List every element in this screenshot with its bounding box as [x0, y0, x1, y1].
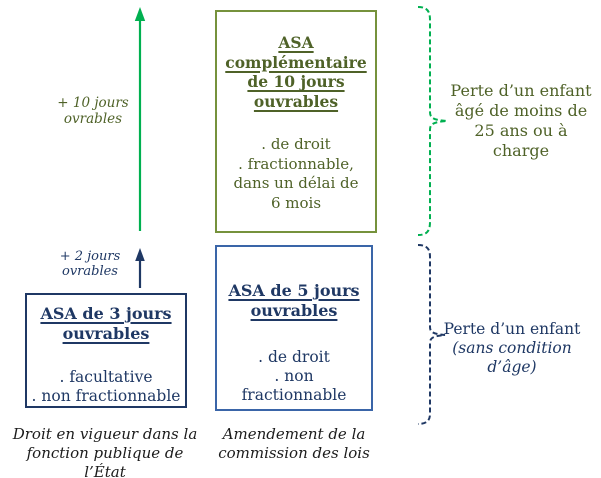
caption-droit-en-vigueur: Droit en vigueur dans la fonction publiq… [12, 425, 198, 478]
box-asa-5-body: . de droit . non fractionnable [241, 348, 347, 404]
caption-amendement-commission: Amendement de la commission des lois [218, 425, 370, 462]
box-asa-10-body: . de droit . fractionnable, dans un déla… [233, 135, 359, 212]
box-asa-10-title: ASA complémentaire de 10 jours ouvrables [225, 33, 367, 111]
box-asa-3-title: ASA de 3 jours ouvrables [40, 304, 172, 343]
box-asa-3-jours: ASA de 3 jours ouvrables . facultative .… [25, 293, 187, 408]
blue-up-arrow-icon [135, 248, 145, 288]
green-up-arrow-icon [134, 7, 146, 231]
box-asa-5-title: ASA de 5 jours ouvrables [228, 281, 360, 320]
blue-dashed-brace-icon [417, 244, 446, 425]
box-asa-3-body: . facultative . non fractionnable [31, 368, 181, 405]
label-perte-enfant-moins-25-ans: Perte d’un enfant âgé de moins de 25 ans… [450, 81, 592, 160]
label-sans-condition-age: (sans condition d’âge) [452, 339, 572, 376]
label-perte-enfant-main: Perte d’un enfant [443, 320, 581, 338]
label-perte-enfant-sans-condition: Perte d’un enfant (sans condition d’âge) [440, 301, 584, 396]
label-plus-10-jours-ouvrables: + 10 jours ovrables [57, 95, 129, 127]
box-asa-5-jours: ASA de 5 jours ouvrables . de droit . no… [215, 245, 373, 411]
green-dashed-brace-icon [417, 6, 448, 236]
box-asa-complementaire-10-jours: ASA complémentaire de 10 jours ouvrables… [215, 10, 377, 233]
label-plus-2-jours-ouvrables: + 2 jours ovrables [59, 249, 121, 279]
